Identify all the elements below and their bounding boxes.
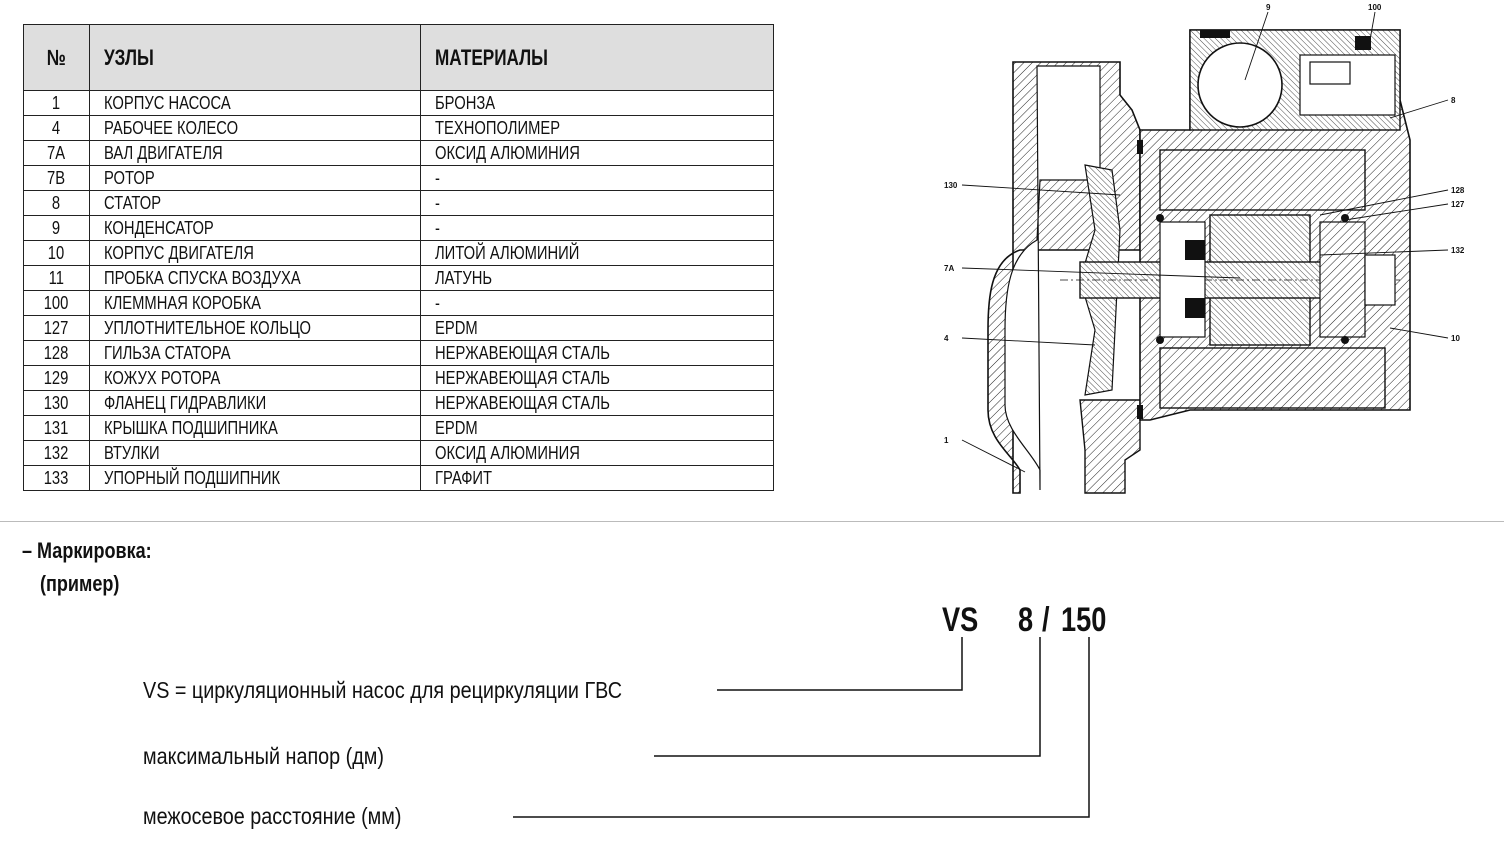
row-number: 9 xyxy=(23,215,90,241)
callout-4: 4 xyxy=(944,334,949,343)
oring-shape xyxy=(1341,336,1349,344)
table-row: 128 ГИЛЬЗА СТАТОРА НЕРЖАВЕЮЩАЯ СТАЛЬ xyxy=(23,340,774,366)
marking-subtitle: (пример) xyxy=(40,571,120,596)
callout-10: 10 xyxy=(1451,334,1460,343)
cover-top-shape-2 xyxy=(1355,36,1371,50)
callout-132: 132 xyxy=(1451,246,1465,255)
row-unit: КЛЕММНАЯ КОРОБКА xyxy=(89,290,421,316)
row-unit: КОРПУС НАСОСА xyxy=(89,90,421,116)
row-material: EPDM xyxy=(420,315,774,341)
row-material: ОКСИД АЛЮМИНИЯ xyxy=(420,140,774,166)
row-unit: КОРПУС ДВИГАТЕЛЯ xyxy=(89,240,421,266)
row-material: НЕРЖАВЕЮЩАЯ СТАЛЬ xyxy=(420,340,774,366)
table-row: 9 КОНДЕНСАТОР - xyxy=(23,215,774,241)
row-material: - xyxy=(420,290,774,316)
code-head: 8 xyxy=(1018,601,1034,639)
capacitor-shape xyxy=(1197,42,1283,128)
code-series: VS xyxy=(942,601,979,639)
table-row: 129 КОЖУХ РОТОРА НЕРЖАВЕЮЩАЯ СТАЛЬ xyxy=(23,365,774,391)
row-material: ГРАФИТ xyxy=(420,465,774,491)
row-unit: РОТОР xyxy=(89,165,421,191)
row-number: 7A xyxy=(23,140,90,166)
gasket-shape xyxy=(1137,405,1143,419)
table-row: 4 РАБОЧЕЕ КОЛЕСО ТЕХНОПОЛИМЕР xyxy=(23,115,774,141)
table-row: 7B РОТОР - xyxy=(23,165,774,191)
row-unit: КОЖУХ РОТОРА xyxy=(89,365,421,391)
callout-128: 128 xyxy=(1451,186,1465,195)
header-number: № xyxy=(23,24,90,91)
table-row: 10 КОРПУС ДВИГАТЕЛЯ ЛИТОЙ АЛЮМИНИЙ xyxy=(23,240,774,266)
row-number: 133 xyxy=(23,465,90,491)
table-row: 132 ВТУЛКИ ОКСИД АЛЮМИНИЯ xyxy=(23,440,774,466)
parts-materials-table: № УЗЛЫ МАТЕРИАЛЫ 1 КОРПУС НАСОСА БРОНЗА … xyxy=(23,24,774,491)
row-material: НЕРЖАВЕЮЩАЯ СТАЛЬ xyxy=(420,365,774,391)
connector-head xyxy=(654,637,1041,757)
legend-series: VS = циркуляционный насос для рециркуляц… xyxy=(143,677,623,703)
row-material: EPDM xyxy=(420,415,774,441)
callout-130: 130 xyxy=(944,181,958,190)
row-unit: ВАЛ ДВИГАТЕЛЯ xyxy=(89,140,421,166)
row-unit: РАБОЧЕЕ КОЛЕСО xyxy=(89,115,421,141)
table-header-row: № УЗЛЫ МАТЕРИАЛЫ xyxy=(23,24,774,91)
row-unit: УПОРНЫЙ ПОДШИПНИК xyxy=(89,465,421,491)
stator-lower-shape xyxy=(1159,347,1386,409)
callout-9: 9 xyxy=(1266,3,1271,12)
row-unit: УПЛОТНИТЕЛЬНОЕ КОЛЬЦО xyxy=(89,315,421,341)
callout-127: 127 xyxy=(1451,200,1465,209)
row-unit: КОНДЕНСАТОР xyxy=(89,215,421,241)
connector-series xyxy=(717,637,963,691)
legend-head: максимальный напор (дм) xyxy=(143,743,385,769)
row-material: - xyxy=(420,215,774,241)
table-row: 11 ПРОБКА СПУСКА ВОЗДУХА ЛАТУНЬ xyxy=(23,265,774,291)
row-material: ЛИТОЙ АЛЮМИНИЙ xyxy=(420,240,774,266)
table-row: 133 УПОРНЫЙ ПОДШИПНИК ГРАФИТ xyxy=(23,465,774,491)
connector-distance xyxy=(513,637,1090,818)
terminal-connector-shape xyxy=(1309,61,1351,85)
table-row: 100 КЛЕММНАЯ КОРОБКА - xyxy=(23,290,774,316)
stator-shape xyxy=(1159,149,1366,211)
callout-100: 100 xyxy=(1368,3,1382,12)
cover-top-shape xyxy=(1200,30,1230,38)
section-divider xyxy=(0,521,1504,522)
front-bearing-dark xyxy=(1185,240,1205,260)
callout-leaders xyxy=(961,11,1449,473)
callout-8: 8 xyxy=(1451,96,1456,105)
pump-body-inner-wall xyxy=(1004,65,1101,491)
table-row: 127 УПЛОТНИТЕЛЬНОЕ КОЛЬЦО EPDM xyxy=(23,315,774,341)
table-row: 7A ВАЛ ДВИГАТЕЛЯ ОКСИД АЛЮМИНИЯ xyxy=(23,140,774,166)
row-material: - xyxy=(420,190,774,216)
row-number: 132 xyxy=(23,440,90,466)
row-material: ТЕХНОПОЛИМЕР xyxy=(420,115,774,141)
oring-shape xyxy=(1156,336,1164,344)
legend-distance: межосевое расстояние (мм) xyxy=(143,803,402,829)
callout-1: 1 xyxy=(944,436,949,445)
end-cap-shape xyxy=(1364,254,1396,306)
gasket-shape xyxy=(1137,140,1143,154)
callout-7a: 7A xyxy=(944,264,954,273)
row-material: - xyxy=(420,165,774,191)
row-material: ОКСИД АЛЮМИНИЯ xyxy=(420,440,774,466)
front-bearing-dark-2 xyxy=(1185,298,1205,318)
marking-title: – Маркировка: xyxy=(22,538,152,563)
row-number: 127 xyxy=(23,315,90,341)
oring-shape xyxy=(1156,214,1164,222)
header-materials: МАТЕРИАЛЫ xyxy=(420,24,774,91)
row-material: ЛАТУНЬ xyxy=(420,265,774,291)
code-distance: 150 xyxy=(1061,601,1107,639)
code-slash: / xyxy=(1042,601,1050,639)
pump-cross-section-diagram: 9 100 8 130 128 127 132 7A 4 10 1 xyxy=(944,3,1465,494)
rear-bearing-shape xyxy=(1319,221,1366,338)
